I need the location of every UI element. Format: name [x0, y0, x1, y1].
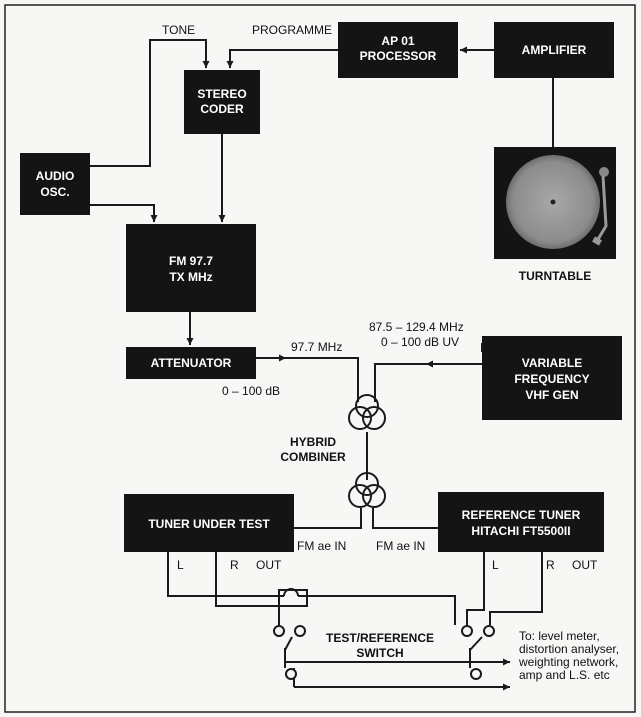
hybrid-combiner-symbol — [348, 394, 386, 508]
programme-line — [226, 49, 338, 68]
vhf-label-2: FREQUENCY — [514, 372, 589, 386]
ap01-processor-block — [338, 22, 458, 78]
atten-range-label: 0 – 100 dB — [222, 384, 280, 398]
destination-label-4: amp and L.S. etc — [519, 668, 610, 682]
ref-tuner-right-line — [489, 552, 543, 625]
combiner-to-test-tuner-line — [294, 508, 362, 529]
switch-contacts — [273, 625, 495, 680]
fm-label-2: TX MHz — [169, 270, 212, 284]
range-db-label: 0 – 100 dB UV — [381, 335, 459, 349]
turntable-label: TURNTABLE — [519, 269, 591, 283]
tuner-test-label: TUNER UNDER TEST — [148, 517, 270, 531]
vhf-generator-block — [482, 336, 622, 420]
switch-label-1: TEST/REFERENCE — [326, 631, 434, 645]
fm-ae-in-right: FM ae IN — [376, 539, 425, 553]
destination-label-3: weighting network, — [518, 655, 618, 669]
ref-tuner-label-1: REFERENCE TUNER — [462, 508, 581, 522]
diagram-frame — [4, 4, 636, 713]
range-freq-label: 87.5 – 129.4 MHz — [369, 320, 464, 334]
reference-tuner-block — [438, 492, 604, 552]
vhf-label-3: VHF GEN — [525, 388, 578, 402]
osc-to-tx-line — [90, 204, 158, 222]
test-out-label: OUT — [256, 558, 282, 572]
tone-line — [90, 39, 210, 167]
test-left-label: L — [177, 558, 184, 572]
ref-left-label: L — [492, 558, 499, 572]
tone-label: TONE — [162, 23, 195, 37]
ref-out-label: OUT — [572, 558, 598, 572]
ap01-label-2: PROCESSOR — [360, 49, 437, 63]
vhf-to-combiner-line — [374, 363, 482, 402]
fm-label-1: FM 97.7 — [169, 254, 213, 268]
audio-label-2: OSC. — [40, 185, 69, 199]
attenuator-label: ATTENUATOR — [151, 356, 232, 370]
switch-label-2: SWITCH — [356, 646, 403, 660]
fm-ae-in-left: FM ae IN — [297, 539, 346, 553]
test-tuner-left-line — [167, 552, 284, 597]
attenuator-block — [126, 347, 256, 379]
audio-label-1: AUDIO — [36, 169, 75, 183]
fm-transmitter-block — [126, 224, 256, 312]
test-tuner-right-line — [215, 552, 308, 607]
freq-97-label: 97.7 MHz — [291, 340, 342, 354]
audio-osc-block — [20, 153, 90, 215]
hybrid-label-1: HYBRID — [290, 435, 336, 449]
vhf-label-1: VARIABLE — [522, 356, 582, 370]
destination-label-2: distortion analyser, — [519, 642, 619, 656]
turntable-icon — [494, 147, 616, 259]
amplifier-block — [494, 22, 614, 78]
ref-tuner-left-line — [466, 552, 485, 625]
stereo-label-2: CODER — [200, 102, 244, 116]
stereo-label-1: STEREO — [197, 87, 246, 101]
programme-label: PROGRAMME — [252, 23, 332, 37]
ref-tuner-label-2: HITACHI FT5500II — [471, 524, 570, 538]
combiner-to-ref-tuner-line — [372, 508, 438, 529]
ref-right-label: R — [546, 558, 555, 572]
ap01-label-1: AP 01 — [381, 34, 414, 48]
test-right-label: R — [230, 558, 239, 572]
stereo-coder-block — [184, 70, 260, 134]
destination-label-1: To: level meter, — [519, 629, 600, 643]
amplifier-label: AMPLIFIER — [522, 43, 587, 57]
hybrid-label-2: COMBINER — [280, 450, 346, 464]
tuner-under-test-block — [124, 494, 294, 552]
attenuator-to-combiner-line — [256, 357, 359, 402]
